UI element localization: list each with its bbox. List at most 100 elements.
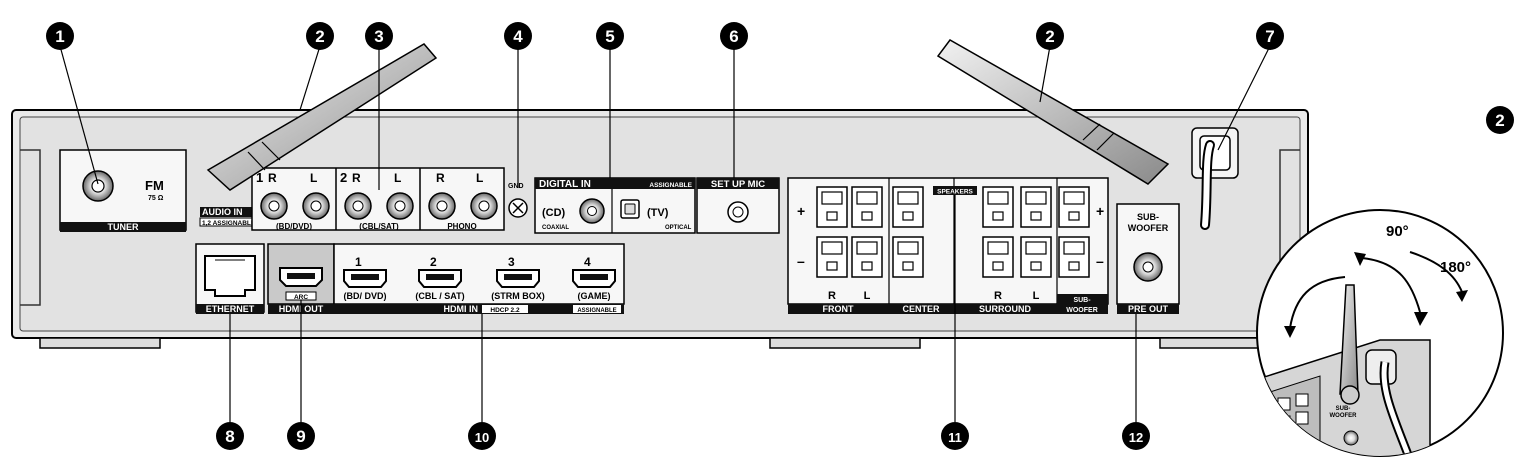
speaker-plus-left: + (797, 203, 805, 219)
inset-sub-label-line1: SUB- (1336, 406, 1351, 412)
speaker-terminal[interactable] (892, 186, 924, 228)
audio-in-title: AUDIO IN (202, 207, 243, 217)
hdmi-in-port-number: 2 (430, 255, 437, 269)
front-l-label: L (864, 290, 871, 302)
callout-number: 7 (1265, 27, 1274, 46)
callout-number: 9 (296, 427, 305, 446)
callout-7: 7 (1256, 22, 1284, 50)
hdmi-section: ARC HDMI OUT HDMI IN HDCP 2.2 ASSIGNABLE… (267, 243, 625, 314)
ethernet-label: ETHERNET (206, 304, 255, 314)
audio-in-2-r: R (352, 171, 361, 185)
inset-sub-label-line2: WOOFER (1330, 413, 1358, 419)
audio-in-assignable: 1,2 ASSIGNABLE (202, 220, 256, 227)
audio-in-1-l: L (310, 171, 317, 185)
hdmi-in-port-2[interactable]: 2(CBL / SAT) (415, 255, 464, 301)
digital-in-section: DIGITAL IN ASSIGNABLE (CD) COAXIAL (TV) … (534, 177, 696, 234)
audio-in-1-name: (BD/DVD) (276, 222, 312, 231)
callout-number: 5 (605, 27, 614, 46)
leader-lines (59, 45, 1271, 422)
callout-5: 5 (596, 22, 624, 50)
cd-label: (CD) (542, 207, 566, 219)
speaker-terminal[interactable] (1058, 186, 1090, 228)
callout-number: 12 (1129, 430, 1143, 445)
callout-2: 2 (1036, 22, 1064, 50)
hdmi-in-port-name: (GAME) (578, 291, 611, 301)
callout-12: 12 (1122, 422, 1150, 450)
optical-jack[interactable] (620, 199, 640, 219)
speaker-terminal[interactable] (982, 186, 1014, 228)
speaker-terminal[interactable] (892, 236, 924, 278)
hdmi-in-port-1[interactable]: 1 (BD/ DVD) (343, 255, 387, 301)
tv-label: (TV) (647, 207, 669, 219)
hdmi-in-port-number: 4 (584, 255, 591, 269)
hdmi-in-port-name: (BD/ DVD) (344, 291, 387, 301)
inset-angle-180: 180° (1440, 259, 1471, 276)
pre-out-title-line1: SUB- (1137, 212, 1159, 222)
callout-number: 6 (729, 27, 738, 46)
speaker-terminal[interactable] (1020, 186, 1052, 228)
speaker-minus-left: – (797, 253, 805, 269)
front-label: FRONT (823, 304, 854, 314)
callout-number: 2 (315, 27, 324, 46)
rca-jacks[interactable] (260, 192, 498, 220)
callout-2: 2 (306, 22, 334, 50)
arc-label: ARC (294, 294, 308, 301)
sub-label-line1: SUB- (1073, 297, 1091, 304)
speakers-section: SPEAKERS + – + – R L R L FRONT CENTER SU… (787, 177, 1109, 314)
inset-callout-number: 2 (1495, 111, 1504, 130)
callout-1: 1 (46, 22, 74, 50)
callout-number: 11 (948, 430, 962, 445)
hdmi-out-port[interactable] (279, 267, 323, 287)
fm-antenna-jack[interactable] (82, 170, 114, 202)
speaker-terminal[interactable] (851, 236, 883, 278)
callout-number: 2 (1045, 27, 1054, 46)
gnd-label: GND (508, 183, 524, 190)
speaker-terminal[interactable] (816, 186, 848, 228)
optical-label: OPTICAL (665, 225, 692, 231)
hdmi-in-port-3[interactable]: 3(STRM BOX) (491, 255, 545, 301)
setup-mic-label: SET UP MIC (711, 179, 765, 190)
speaker-plus-right: + (1096, 203, 1104, 219)
speaker-terminal[interactable] (1058, 236, 1090, 278)
surround-label: SURROUND (979, 304, 1032, 314)
front-r-label: R (828, 290, 836, 302)
subwoofer-pre-out-jack[interactable] (1133, 252, 1163, 282)
tuner-label: TUNER (108, 222, 139, 232)
callout-number: 8 (225, 427, 234, 446)
hdmi-in-port-4[interactable]: 4 (GAME) (572, 255, 616, 301)
speaker-terminal[interactable] (851, 186, 883, 228)
speaker-terminals[interactable] (816, 186, 1090, 278)
right-antenna[interactable] (936, 39, 1170, 185)
speakers-label: SPEAKERS (937, 189, 973, 196)
inset-angle-90: 90° (1386, 223, 1409, 240)
speaker-minus-right: – (1096, 253, 1104, 269)
setup-mic-section: SET UP MIC (696, 177, 780, 234)
sub-label-line2: WOOFER (1066, 307, 1098, 314)
phono-label: PHONO (447, 222, 476, 231)
speaker-terminal[interactable] (1020, 236, 1052, 278)
hdcp-label: HDCP 2.2 (490, 307, 520, 314)
ethernet-port[interactable] (204, 255, 256, 297)
callout-3: 3 (365, 22, 393, 50)
callout-number: 4 (513, 27, 523, 46)
fm-label: FM (145, 178, 164, 193)
hdmi-in-port-number: 1 (355, 255, 362, 269)
phono-r: R (436, 171, 445, 185)
hdmi-in-label: HDMI IN (444, 304, 479, 314)
callout-11: 11 (941, 422, 969, 450)
center-label: CENTER (902, 304, 940, 314)
audio-in-2-number: 2 (340, 170, 347, 185)
fm-ohm-label: 75 Ω (148, 195, 164, 202)
audio-in-section: AUDIO IN 1,2 ASSIGNABLE 1 R L 2 R L R L … (199, 167, 528, 231)
audio-in-2-l: L (394, 171, 401, 185)
pre-out-title-line2: WOOFER (1128, 223, 1169, 233)
setup-mic-jack[interactable] (727, 201, 749, 223)
gnd-terminal[interactable] (508, 198, 528, 218)
pre-out-label: PRE OUT (1128, 304, 1169, 314)
coaxial-jack[interactable] (579, 198, 605, 224)
audio-in-1-number: 1 (256, 170, 263, 185)
speaker-terminal[interactable] (816, 236, 848, 278)
speaker-terminal[interactable] (982, 236, 1014, 278)
